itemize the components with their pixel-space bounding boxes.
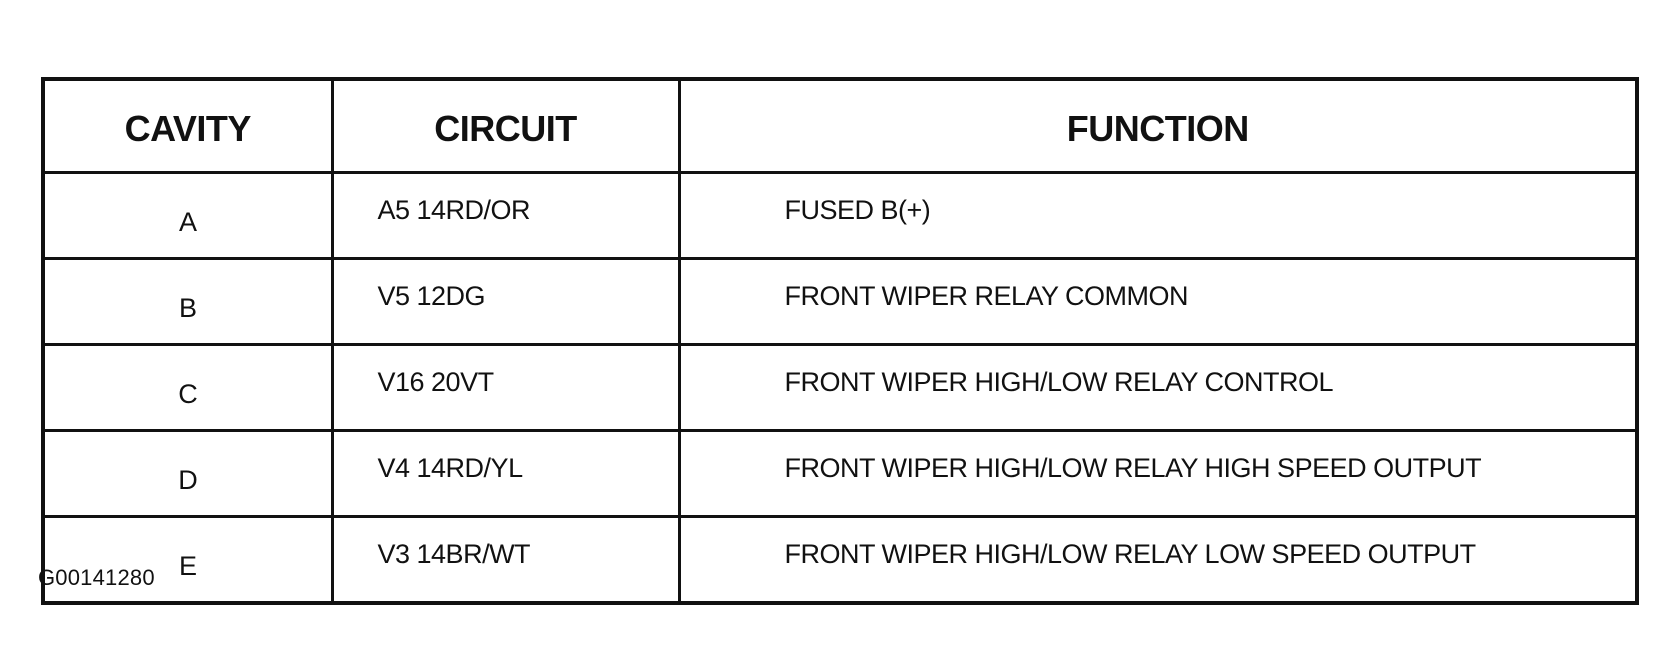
header-circuit: CIRCUIT [330,77,681,174]
table-row: A A5 14RD/OR FUSED B(+) [41,171,1639,260]
cavity-cell: C [41,343,334,432]
table-row: B V5 12DG FRONT WIPER RELAY COMMON [41,257,1639,346]
table-header-row: CAVITY CIRCUIT FUNCTION [41,77,1639,174]
circuit-cell: V3 14BR/WT [330,515,681,605]
circuit-cell: V16 20VT [330,343,681,432]
function-cell: FRONT WIPER HIGH/LOW RELAY CONTROL [677,343,1639,432]
table-row: E V3 14BR/WT FRONT WIPER HIGH/LOW RELAY … [41,515,1639,605]
figure-id: G00141280 [38,565,155,590]
cavity-cell: E [41,515,334,605]
function-cell: FRONT WIPER HIGH/LOW RELAY LOW SPEED OUT… [677,515,1639,605]
cavity-cell: B [41,257,334,346]
function-cell: FRONT WIPER HIGH/LOW RELAY HIGH SPEED OU… [677,429,1639,518]
circuit-cell: A5 14RD/OR [330,171,681,260]
header-cavity: CAVITY [41,77,334,174]
connector-pinout-table: CAVITY CIRCUIT FUNCTION A A5 14RD/OR FUS… [41,77,1639,605]
circuit-cell: V4 14RD/YL [330,429,681,518]
function-cell: FUSED B(+) [677,171,1639,260]
table-row: C V16 20VT FRONT WIPER HIGH/LOW RELAY CO… [41,343,1639,432]
circuit-cell: V5 12DG [330,257,681,346]
cavity-cell: A [41,171,334,260]
header-function: FUNCTION [677,77,1639,174]
cavity-cell: D [41,429,334,518]
function-cell: FRONT WIPER RELAY COMMON [677,257,1639,346]
table-row: D V4 14RD/YL FRONT WIPER HIGH/LOW RELAY … [41,429,1639,518]
